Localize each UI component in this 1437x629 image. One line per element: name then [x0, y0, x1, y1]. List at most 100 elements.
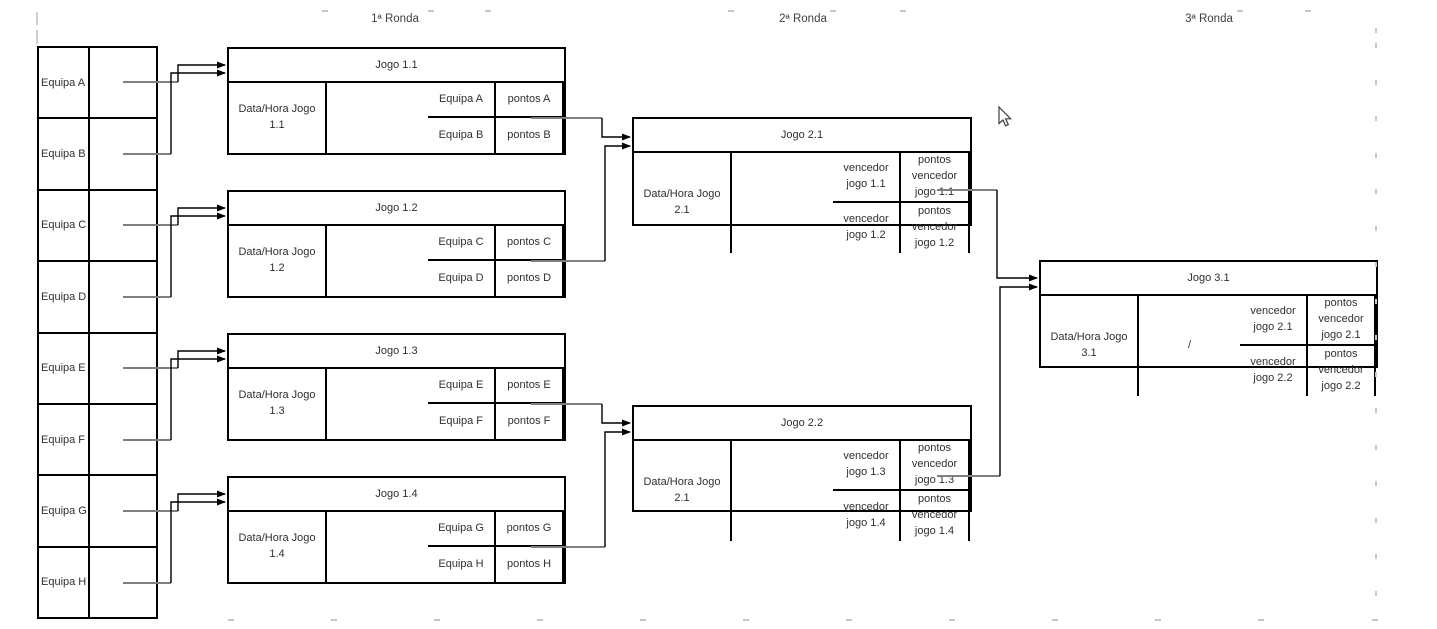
slot2-points-cell: pontos B — [496, 118, 564, 153]
connector-team-f — [170, 355, 226, 440]
connector-jogo-1-1 — [601, 118, 631, 141]
team-name-cell: Equipa D — [39, 262, 90, 332]
match-box-jogo-2-2: Jogo 2.2 vencedor jogo 1.3 pontos venced… — [632, 405, 972, 541]
team-row: Equipa A — [39, 48, 156, 120]
gridline-tick — [1375, 445, 1377, 450]
slot2-points-cell: pontos vencedor jogo 2.2 — [1308, 345, 1376, 396]
connector-jogo-2-2 — [999, 283, 1038, 476]
team-row: Equipa C — [39, 190, 156, 263]
gridline-tick — [1375, 335, 1377, 340]
gridline-tick — [728, 10, 734, 12]
slot2-points-cell: pontos F — [496, 404, 564, 439]
gridline-tick — [846, 619, 852, 621]
connector-jogo-1-3 — [601, 404, 631, 427]
match-box-jogo-1-4: Jogo 1.4 Equipa G pontos G Data/Hora Jog… — [227, 476, 566, 584]
team-name-cell: Equipa A — [39, 48, 90, 118]
gridline-tick — [1375, 116, 1377, 121]
slot1-points-cell: pontos vencedor jogo 1.1 — [901, 153, 970, 203]
pagebreak-dash — [36, 30, 38, 44]
datetime-cell: Data/Hora Jogo 2.1 — [634, 153, 732, 253]
result-cell — [327, 83, 428, 153]
slot1-points-cell: pontos A — [496, 83, 564, 118]
team-row: Equipa E — [39, 333, 156, 405]
match-title: Jogo 1.2 — [229, 192, 564, 226]
match-box-jogo-2-1: Jogo 2.1 vencedor jogo 1.1 pontos venced… — [632, 117, 972, 253]
team-connector-cell — [90, 334, 156, 403]
gridline-tick — [640, 619, 646, 621]
gridline-tick — [1375, 408, 1377, 413]
gridline-tick — [1375, 153, 1377, 158]
slot2-team-cell: Equipa D — [428, 261, 496, 296]
connector-team-h — [170, 498, 226, 583]
team-name-cell: Equipa G — [39, 476, 90, 546]
gridline-tick — [1375, 481, 1377, 486]
team-connector-cell — [90, 405, 156, 474]
round-header-3: 3ª Ronda — [1185, 13, 1233, 25]
slot2-points-cell: pontos H — [496, 547, 564, 582]
team-row: Equipa H — [39, 547, 156, 617]
teams-table: Equipa A Equipa B Equipa C Equipa D Equi… — [37, 46, 158, 619]
gridline-tick — [322, 10, 328, 12]
team-name-cell: Equipa H — [39, 547, 90, 617]
slot2-points-cell: pontos vencedor jogo 1.4 — [901, 490, 970, 541]
connector-team-e — [177, 347, 226, 368]
gridline-tick — [1155, 619, 1161, 621]
gridline-tick — [1375, 80, 1377, 85]
team-name-cell: Equipa F — [39, 404, 90, 475]
gridline-tick — [1375, 262, 1377, 267]
match-title: Jogo 3.1 — [1041, 262, 1376, 296]
final-result-cell: / — [1187, 338, 1192, 351]
connector-team-d — [170, 212, 226, 297]
slot2-team-cell: Equipa H — [428, 547, 496, 582]
slot1-points-cell: pontos vencedor jogo 1.3 — [901, 441, 970, 491]
result-cell — [732, 153, 833, 253]
slot2-points-cell: pontos vencedor jogo 1.2 — [901, 202, 970, 253]
team-connector-cell — [90, 119, 156, 188]
connector-team-a — [177, 61, 226, 82]
slot1-team-cell: vencedor jogo 1.3 — [833, 441, 901, 491]
team-row: Equipa G — [39, 476, 156, 548]
slot2-team-cell: Equipa F — [428, 404, 496, 439]
datetime-cell: Data/Hora Jogo 2.1 — [634, 441, 732, 541]
match-title: Jogo 1.4 — [229, 478, 564, 512]
gridline-tick — [428, 10, 434, 12]
datetime-cell: Data/Hora Jogo 1.1 — [229, 83, 327, 153]
match-box-jogo-1-3: Jogo 1.3 Equipa E pontos E Data/Hora Jog… — [227, 333, 566, 441]
gridline-tick — [1372, 619, 1378, 621]
connector-team-c — [177, 204, 226, 225]
round-header-2: 2ª Ronda — [779, 13, 827, 25]
team-name-cell: Equipa B — [39, 119, 90, 189]
slot1-points-cell: pontos E — [496, 369, 564, 404]
team-connector-cell — [90, 262, 156, 331]
team-name-cell: Equipa E — [39, 333, 90, 403]
slot2-team-cell: vencedor jogo 2.2 — [1240, 345, 1308, 396]
slot2-points-cell: pontos D — [496, 261, 564, 296]
gridline-tick — [1375, 518, 1377, 523]
team-connector-cell — [90, 48, 156, 117]
team-connector-cell — [90, 548, 156, 617]
team-row: Equipa F — [39, 404, 156, 477]
slot2-team-cell: vencedor jogo 1.4 — [833, 490, 901, 541]
gridline-tick — [1375, 189, 1377, 194]
gridline-tick — [1305, 10, 1311, 12]
slot2-team-cell: Equipa B — [428, 118, 496, 153]
slot1-team-cell: vencedor jogo 1.1 — [833, 153, 901, 203]
match-box-jogo-1-1: Jogo 1.1 Equipa A pontos A Data/Hora Jog… — [227, 47, 566, 155]
slot2-team-cell: vencedor jogo 1.2 — [833, 202, 901, 253]
gridline-tick — [485, 10, 491, 12]
gridline-tick — [1375, 591, 1377, 596]
slot1-team-cell: vencedor jogo 2.1 — [1240, 296, 1308, 346]
gridline-tick — [1375, 226, 1377, 231]
gridline-tick — [900, 10, 906, 12]
gridline-tick — [1258, 619, 1264, 621]
gridline-tick — [228, 619, 234, 621]
connector-jogo-1-2 — [604, 142, 631, 261]
team-connector-cell — [90, 476, 156, 545]
team-row: Equipa B — [39, 119, 156, 191]
gridline-tick — [743, 619, 749, 621]
team-connector-cell — [90, 191, 156, 260]
gridline-tick — [434, 619, 440, 621]
slot1-points-cell: pontos C — [496, 226, 564, 261]
slot1-points-cell: pontos G — [496, 512, 564, 547]
